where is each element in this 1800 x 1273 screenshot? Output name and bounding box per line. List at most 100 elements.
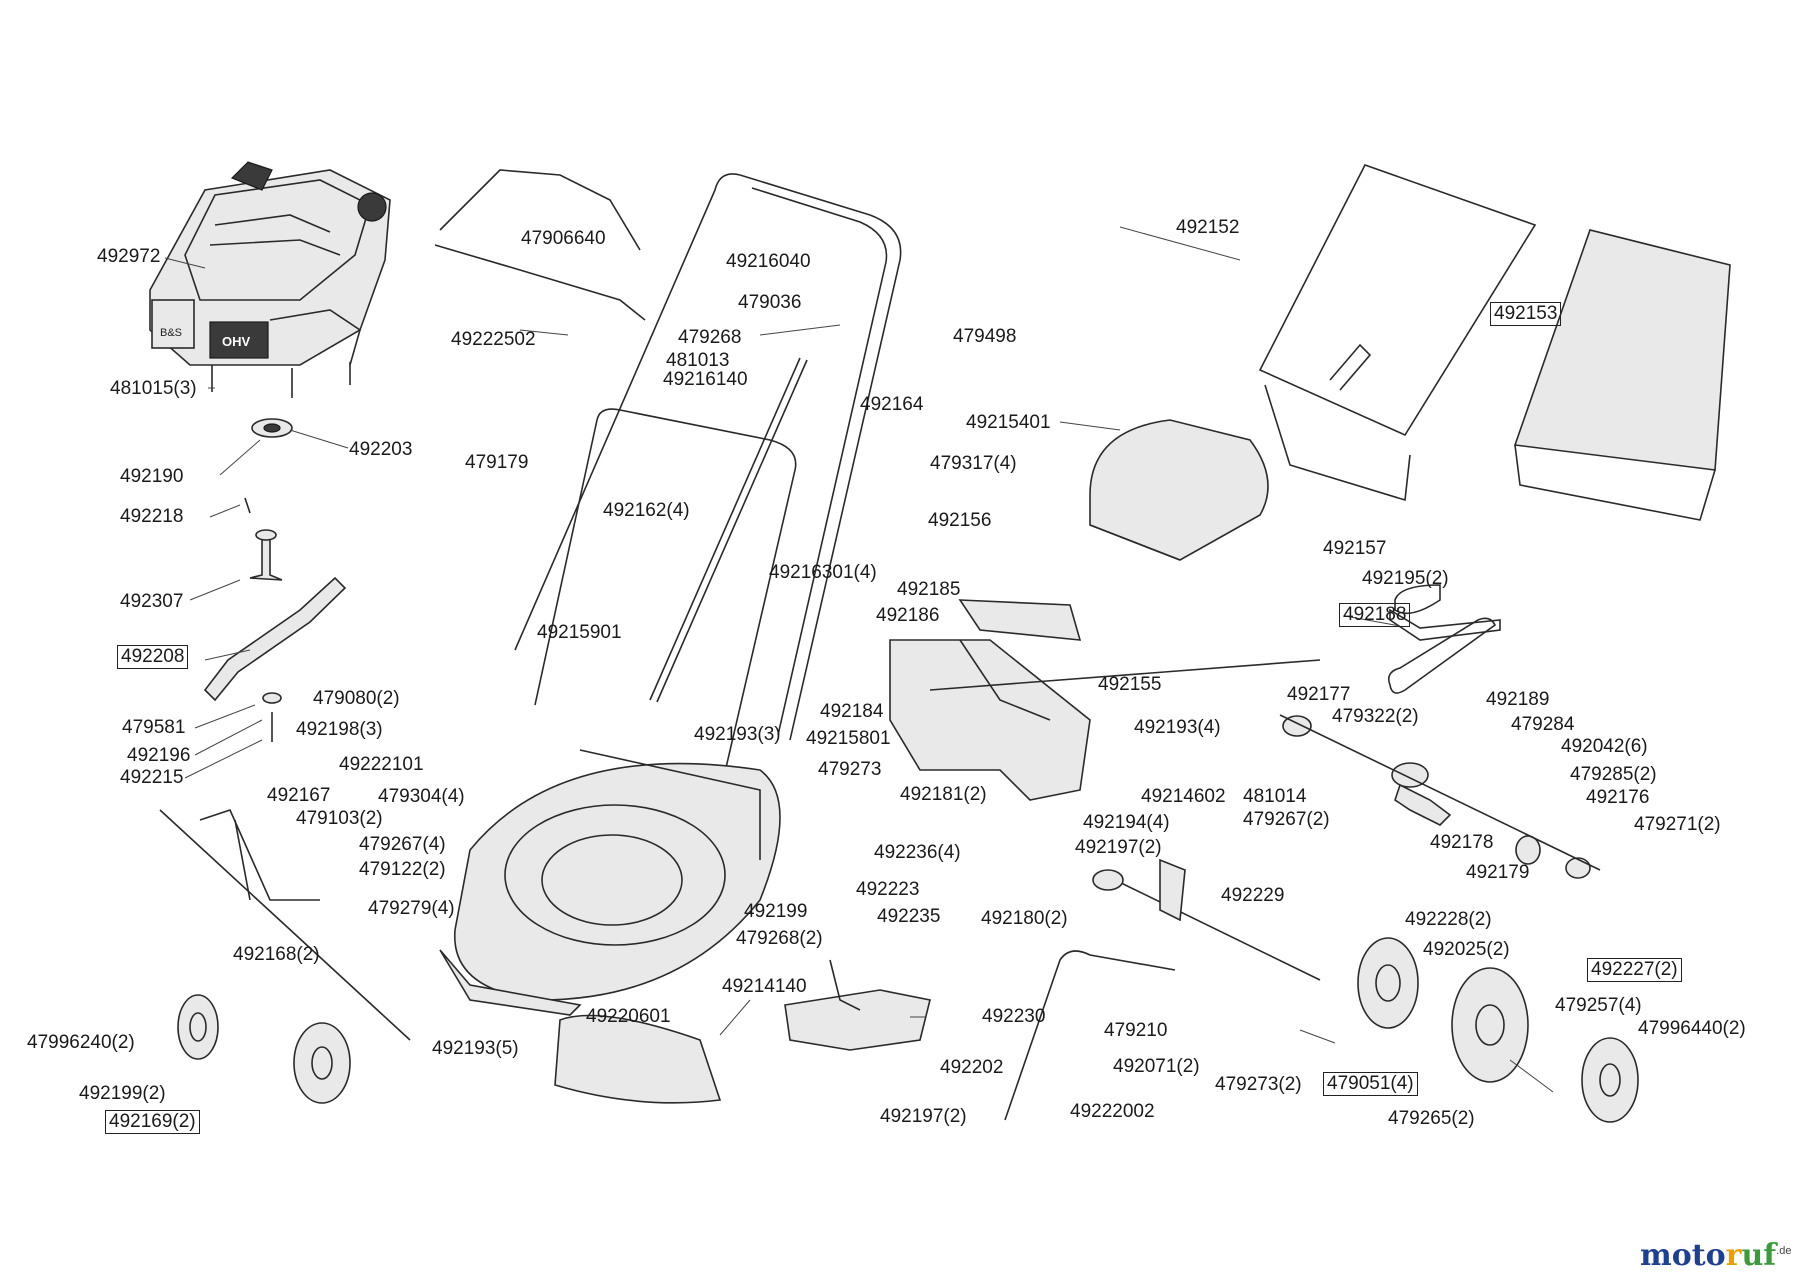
part-label: 492195(2) (1362, 568, 1449, 589)
part-label: 479581 (122, 717, 186, 738)
part-label-boxed: 492169(2) (105, 1110, 200, 1134)
part-label: 49216140 (663, 369, 748, 390)
part-label: 492215 (120, 767, 184, 788)
part-label: 479268(2) (736, 928, 823, 949)
handle-drawing (434, 169, 902, 881)
part-label: 492156 (928, 510, 992, 531)
part-label: 49222002 (1070, 1101, 1155, 1122)
part-label: 479268 (678, 327, 742, 348)
part-label: 492194(4) (1083, 812, 1170, 833)
part-label: 492186 (876, 605, 940, 626)
belt-drawing (1387, 617, 1497, 694)
part-label: 492218 (120, 506, 184, 527)
part-label: 481015(3) (110, 378, 197, 399)
part-label: 479279(4) (368, 898, 455, 919)
part-label: 492230 (982, 1006, 1046, 1027)
watermark-tld: .de (1776, 1245, 1792, 1257)
leader-lines (164, 226, 1554, 1093)
part-label: 479498 (953, 326, 1017, 347)
part-label: 49220601 (586, 1006, 671, 1027)
part-label-boxed: 492153 (1490, 302, 1562, 326)
part-label: 492199(2) (79, 1083, 166, 1104)
part-label: 492185 (897, 579, 961, 600)
part-label: 492228(2) (1405, 909, 1492, 930)
part-label: 479271(2) (1634, 814, 1721, 835)
chute-drawing (889, 599, 1321, 801)
part-label: 479103(2) (296, 808, 383, 829)
part-label: 49215801 (806, 728, 891, 749)
cover-drawing (1089, 419, 1269, 561)
part-label: 492193(5) (432, 1038, 519, 1059)
part-label: 47996440(2) (1638, 1018, 1746, 1039)
part-label: 492197(2) (880, 1106, 967, 1127)
watermark-suffix: uf (1741, 1238, 1777, 1273)
part-label-boxed: 492188 (1339, 603, 1411, 627)
part-label: 479273(2) (1215, 1074, 1302, 1095)
mulch-plug-drawing (784, 959, 931, 1051)
part-label: 479265(2) (1388, 1108, 1475, 1129)
part-label: 49216040 (726, 251, 811, 272)
part-label: 492025(2) (1423, 939, 1510, 960)
part-label: 492071(2) (1113, 1056, 1200, 1077)
svg-text:B&S: B&S (160, 327, 182, 339)
part-label: 492199 (744, 901, 808, 922)
part-label: 49215901 (537, 622, 622, 643)
part-label: 49222502 (451, 329, 536, 350)
part-label: 492236(4) (874, 842, 961, 863)
part-label: 492155 (1098, 674, 1162, 695)
engine-drawing: B&S OHV (149, 161, 391, 398)
part-label: 47996240(2) (27, 1032, 135, 1053)
part-label: 481013 (666, 350, 730, 371)
part-label: 492164 (860, 394, 924, 415)
part-label: 481014 (1243, 786, 1307, 807)
part-label: 492193(4) (1134, 717, 1221, 738)
part-label: 492190 (120, 466, 184, 487)
part-label: 492177 (1287, 684, 1351, 705)
grass-bag-drawing (1258, 164, 1731, 521)
part-label: 479036 (738, 292, 802, 313)
part-label: 492223 (856, 879, 920, 900)
part-label: 492235 (877, 906, 941, 927)
part-label: 492307 (120, 591, 184, 612)
svg-text:OHV: OHV (222, 334, 251, 349)
part-label: 492189 (1486, 689, 1550, 710)
part-label: 492042(6) (1561, 736, 1648, 757)
drive-drawing (1279, 584, 1601, 879)
part-label: 492193(3) (694, 724, 781, 745)
part-label-boxed: 492227(2) (1587, 958, 1682, 982)
part-label: 492176 (1586, 787, 1650, 808)
part-label: 47906640 (521, 228, 606, 249)
part-label: 479267(2) (1243, 809, 1330, 830)
part-label: 479284 (1511, 714, 1575, 735)
part-label-boxed: 492208 (117, 645, 189, 669)
front-wheels-drawing (177, 994, 351, 1104)
part-label: 492152 (1176, 217, 1240, 238)
part-label: 492972 (97, 246, 161, 267)
part-label: 492181(2) (900, 784, 987, 805)
part-label: 49214140 (722, 976, 807, 997)
part-label: 492198(3) (296, 719, 383, 740)
watermark-logo: motoruf.de (1640, 1238, 1791, 1273)
blade-assembly-drawing (203, 418, 347, 742)
part-label: 49216301(4) (769, 562, 877, 583)
part-label: 49215401 (966, 412, 1051, 433)
part-label: 492184 (820, 701, 884, 722)
part-label: 492196 (127, 745, 191, 766)
part-label: 492167 (267, 785, 331, 806)
part-label-boxed: 479051(4) (1323, 1072, 1418, 1096)
part-label: 492157 (1323, 538, 1387, 559)
part-label: 479317(4) (930, 453, 1017, 474)
part-label: 479080(2) (313, 688, 400, 709)
part-label: 492179 (1466, 862, 1530, 883)
part-label: 479304(4) (378, 786, 465, 807)
watermark-accent: r (1725, 1238, 1742, 1273)
part-label: 492203 (349, 439, 413, 460)
deck-drawing (439, 749, 781, 1104)
part-label: 479210 (1104, 1020, 1168, 1041)
part-label: 49214602 (1141, 786, 1226, 807)
part-label: 479322(2) (1332, 706, 1419, 727)
part-label: 492162(4) (603, 500, 690, 521)
part-label: 479267(4) (359, 834, 446, 855)
part-label: 492197(2) (1075, 837, 1162, 858)
